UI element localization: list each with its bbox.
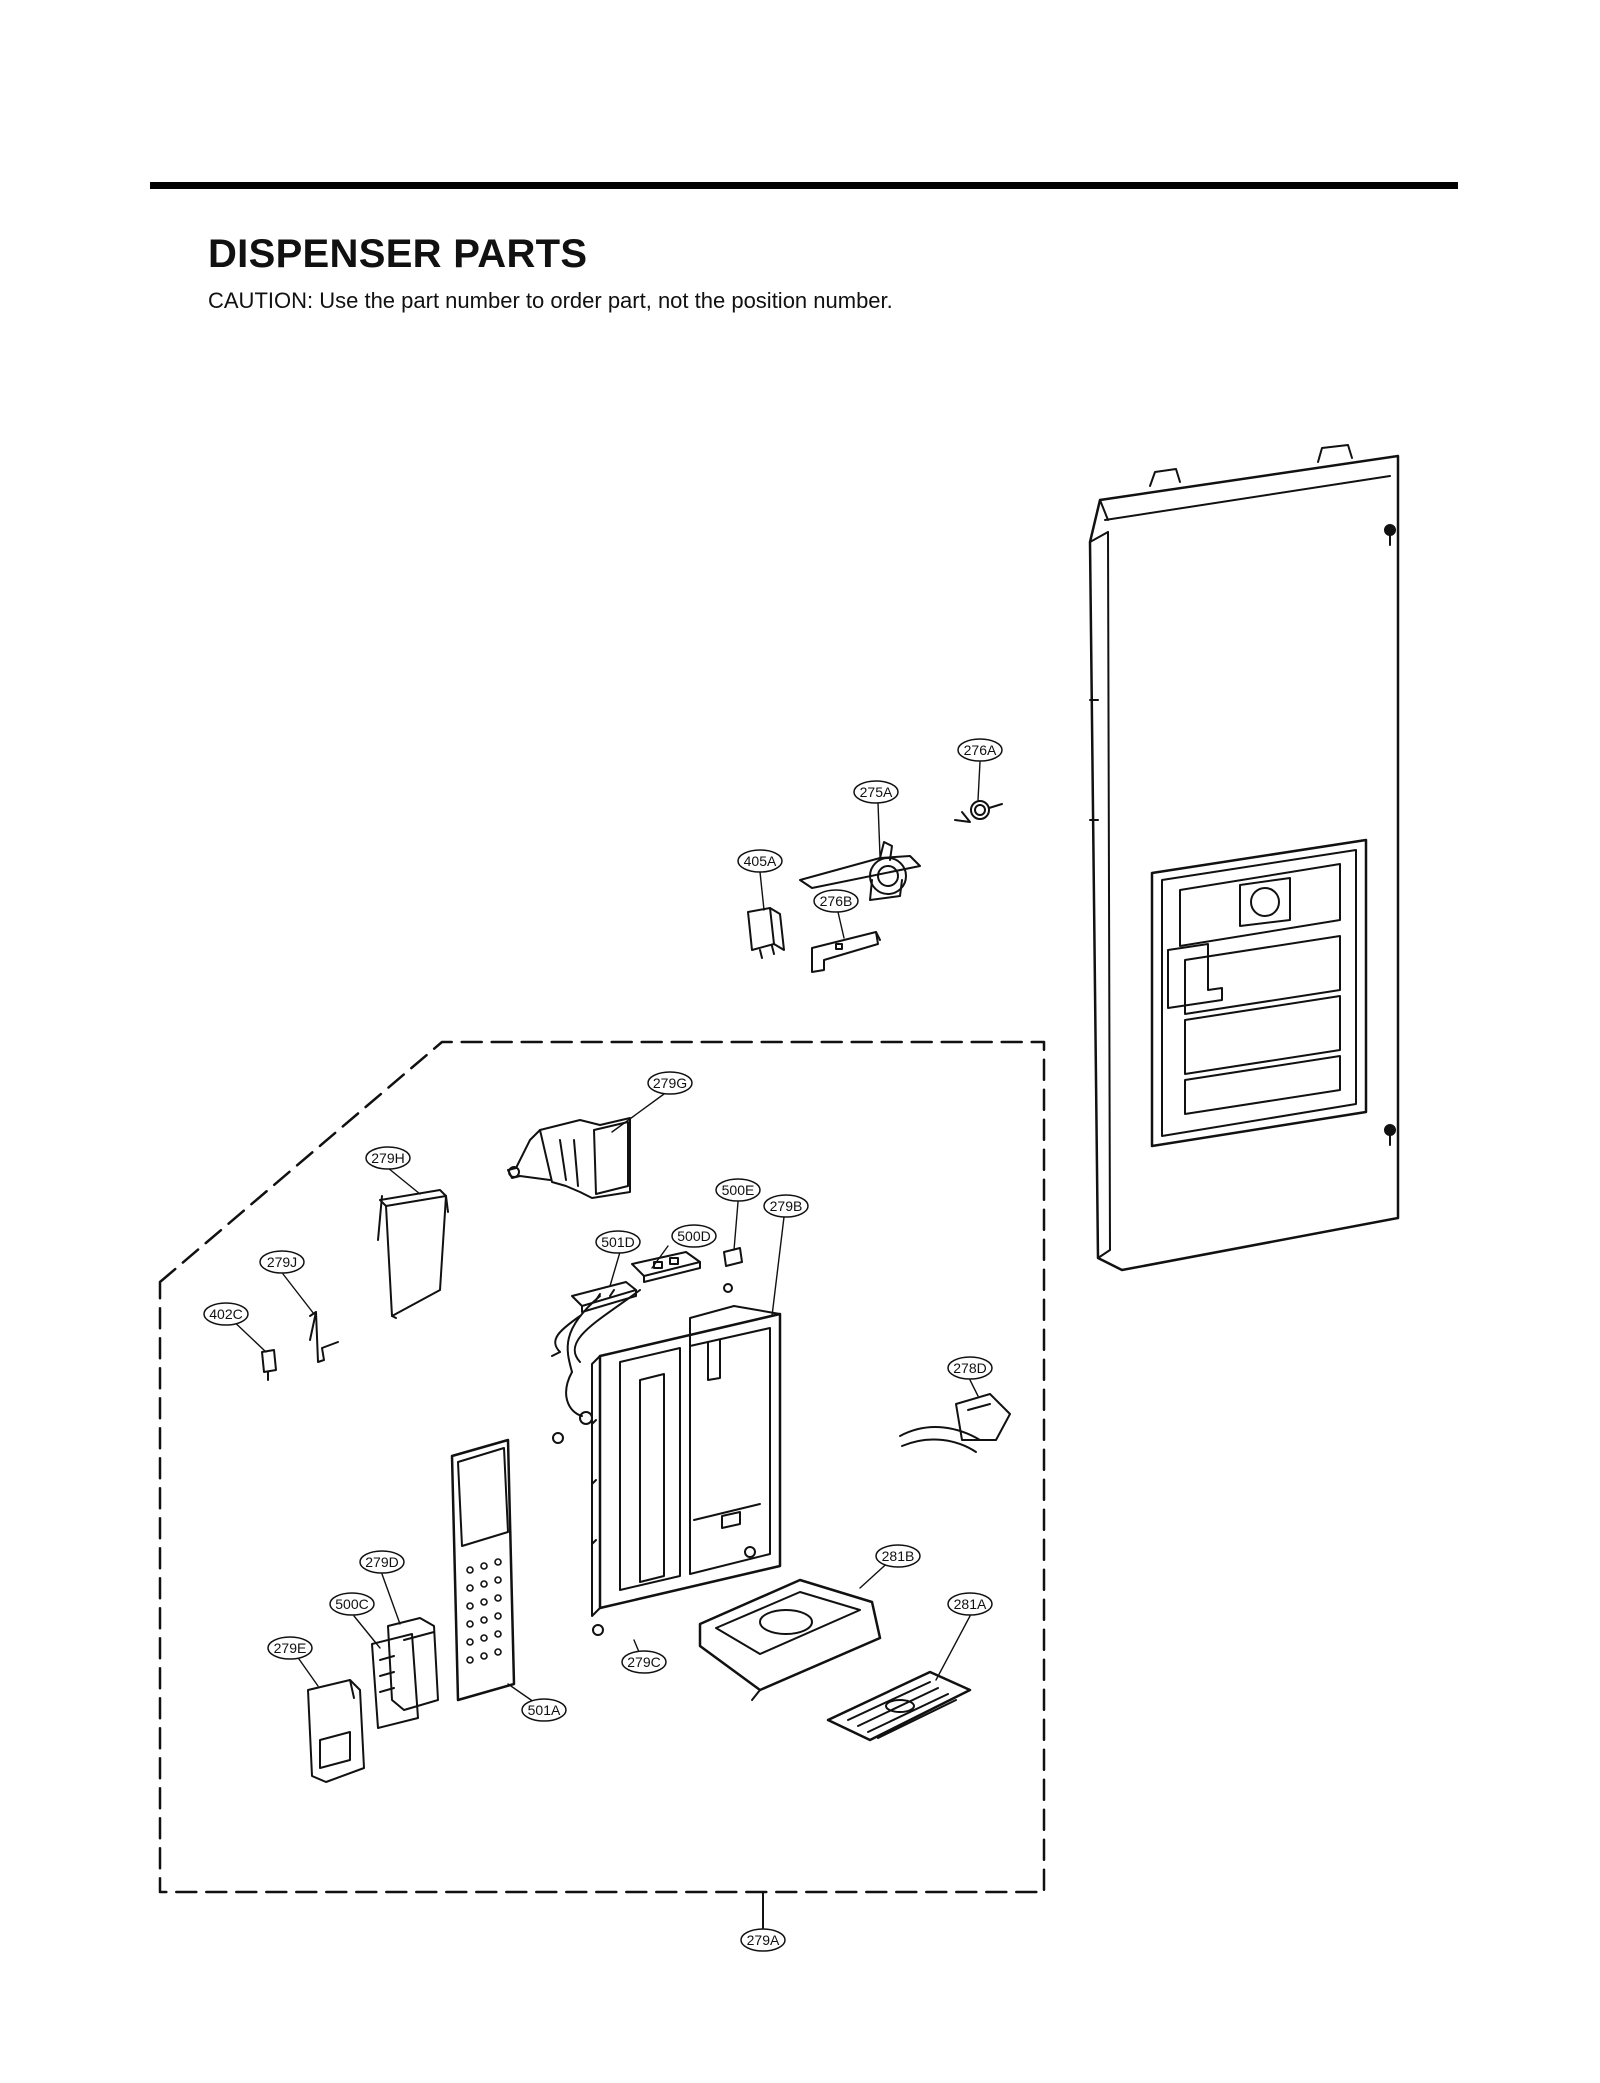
svg-text:281B: 281B bbox=[882, 1548, 915, 1564]
part-500D-drawing bbox=[631, 1251, 701, 1283]
callout-501A: 501A bbox=[521, 1698, 567, 1722]
part-279D-drawing bbox=[387, 1617, 439, 1711]
svg-text:501A: 501A bbox=[528, 1702, 561, 1718]
part-276B-drawing bbox=[811, 931, 881, 973]
page-title: DISPENSER PARTS bbox=[208, 232, 588, 276]
svg-text:279H: 279H bbox=[371, 1150, 404, 1166]
part-402C-drawing bbox=[261, 1349, 277, 1381]
callout-276A: 276A bbox=[957, 738, 1003, 762]
svg-text:500D: 500D bbox=[677, 1228, 710, 1244]
part-276A-drawing bbox=[954, 800, 1003, 823]
callout-281A: 281A bbox=[947, 1592, 993, 1616]
callout-279A: 279A bbox=[740, 1928, 786, 1952]
part-501A-drawing bbox=[450, 1438, 516, 1702]
part-279E-drawing bbox=[307, 1679, 365, 1783]
top-rule bbox=[150, 182, 1458, 189]
svg-text:279E: 279E bbox=[274, 1640, 307, 1656]
callout-278D: 278D bbox=[947, 1356, 993, 1380]
callout-500C: 500C bbox=[329, 1592, 375, 1616]
wire-harness-drawing bbox=[551, 1289, 641, 1425]
svg-text:281A: 281A bbox=[954, 1596, 987, 1612]
svg-text:402C: 402C bbox=[209, 1306, 242, 1322]
refrigerator-door-drawing bbox=[1088, 444, 1400, 1272]
svg-text:279B: 279B bbox=[770, 1198, 803, 1214]
callout-279G: 279G bbox=[647, 1071, 693, 1095]
svg-text:501D: 501D bbox=[601, 1234, 634, 1250]
callout-275A: 275A bbox=[853, 780, 899, 804]
callout-279J: 279J bbox=[259, 1250, 305, 1274]
svg-text:279C: 279C bbox=[627, 1654, 660, 1670]
part-278D-drawing bbox=[899, 1393, 1011, 1453]
part-405A-drawing bbox=[747, 907, 785, 959]
callout-281B: 281B bbox=[875, 1544, 921, 1568]
callout-279C: 279C bbox=[621, 1650, 667, 1674]
svg-text:279A: 279A bbox=[747, 1932, 780, 1948]
callout-405A: 405A bbox=[737, 849, 783, 873]
part-500E-drawing bbox=[723, 1247, 743, 1267]
part-281A-drawing bbox=[826, 1670, 972, 1742]
part-500C-drawing bbox=[371, 1633, 419, 1729]
svg-text:276B: 276B bbox=[820, 893, 853, 909]
callout-501D: 501D bbox=[595, 1230, 641, 1254]
svg-text:278D: 278D bbox=[953, 1360, 986, 1376]
part-281B-drawing bbox=[698, 1578, 882, 1701]
svg-text:279D: 279D bbox=[365, 1554, 398, 1570]
svg-text:500E: 500E bbox=[722, 1182, 755, 1198]
callout-500D: 500D bbox=[671, 1224, 717, 1248]
svg-text:405A: 405A bbox=[744, 853, 777, 869]
callout-402C: 402C bbox=[203, 1302, 249, 1326]
part-279B-drawing bbox=[591, 1305, 782, 1617]
assembly-boundary bbox=[158, 1040, 1046, 1894]
callout-276B: 276B bbox=[813, 889, 859, 913]
part-279G-drawing bbox=[507, 1117, 631, 1199]
callout-279B: 279B bbox=[763, 1194, 809, 1218]
svg-text:500C: 500C bbox=[335, 1596, 368, 1612]
part-279H-drawing bbox=[377, 1189, 449, 1319]
svg-text:279G: 279G bbox=[653, 1075, 687, 1091]
svg-text:279J: 279J bbox=[267, 1254, 297, 1270]
callout-500E: 500E bbox=[715, 1178, 761, 1202]
part-279J-drawing bbox=[309, 1311, 339, 1363]
callout-279E: 279E bbox=[267, 1636, 313, 1660]
part-275A-drawing bbox=[799, 841, 921, 901]
part-501D-drawing bbox=[571, 1281, 637, 1313]
callout-279D: 279D bbox=[359, 1550, 405, 1574]
mounting-clips-drawing bbox=[552, 1283, 756, 1636]
svg-text:276A: 276A bbox=[964, 742, 997, 758]
caution-note: CAUTION: Use the part number to order pa… bbox=[208, 288, 893, 313]
svg-text:275A: 275A bbox=[860, 784, 893, 800]
callout-279H: 279H bbox=[365, 1146, 411, 1170]
